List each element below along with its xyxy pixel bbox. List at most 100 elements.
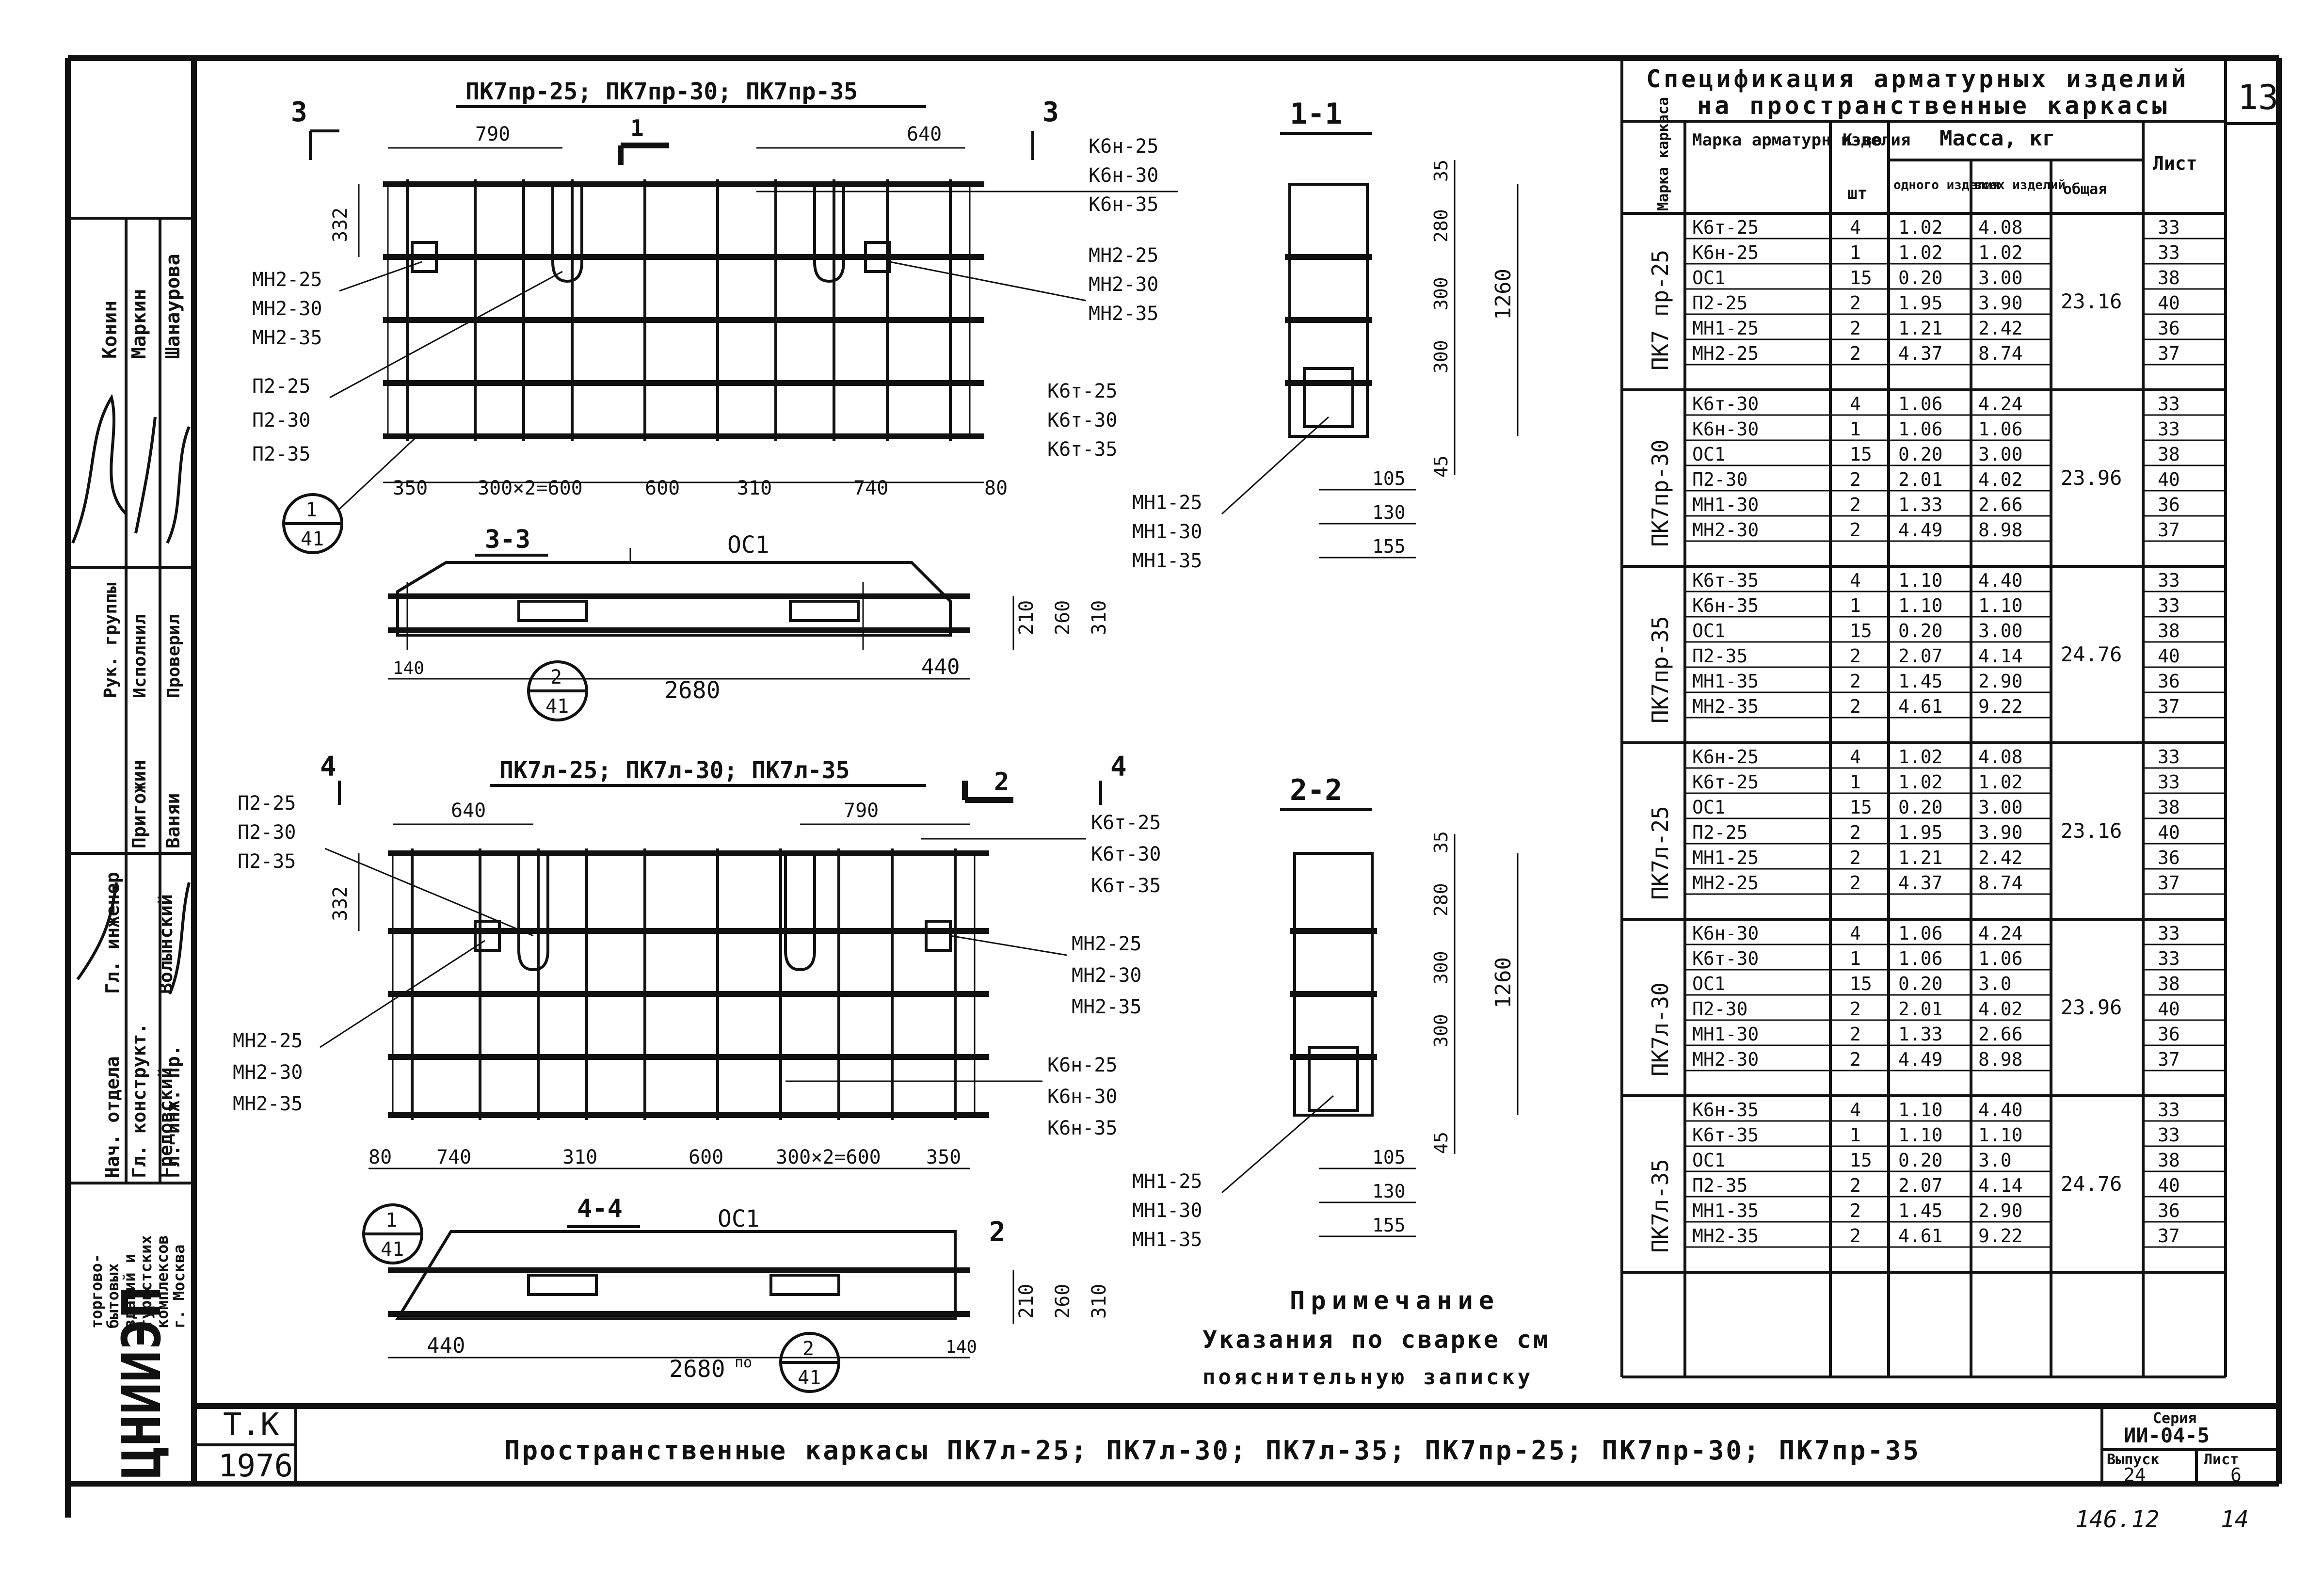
spec-frame-mark: ПК7пр-30 bbox=[1647, 439, 1673, 547]
label: МН2-25 bbox=[1089, 244, 1159, 267]
note-line-2: пояснительную записку bbox=[1202, 1365, 1533, 1390]
label: К6т-25 bbox=[1091, 812, 1161, 834]
spec-total-mass: 23.96 bbox=[2061, 995, 2122, 1019]
spec-cell-sheet: 33 bbox=[2158, 1124, 2180, 1146]
note-line-1: Указания по сварке см bbox=[1202, 1326, 1550, 1354]
institute-logo: ЦНИИЭП bbox=[111, 1286, 173, 1479]
stamp-name-6: Шанаурова bbox=[162, 254, 184, 359]
dim-bottom-5: 350 bbox=[926, 1146, 961, 1168]
spec-cell-qty: 15 bbox=[1850, 620, 1872, 641]
section-1-1: 1-1 35 280 300 300 45 1260 105 130 155 М… bbox=[1132, 97, 1519, 572]
spec-cell-one: 2.01 bbox=[1898, 469, 1943, 490]
list-label: Лист bbox=[2204, 1451, 2239, 1468]
signature bbox=[168, 882, 191, 995]
spec-cell-one: 1.95 bbox=[1898, 822, 1943, 843]
spec-cell-mark: ОС1 bbox=[1692, 267, 1726, 288]
spec-total-mass: 23.16 bbox=[2061, 289, 2122, 313]
label: МН2-30 bbox=[1089, 273, 1159, 296]
spec-cell-qty: 15 bbox=[1850, 797, 1872, 818]
leader bbox=[320, 940, 485, 1048]
hdr-frame-mark: Марка каркаса bbox=[1655, 97, 1672, 211]
loop-hook bbox=[784, 853, 816, 972]
spec-cell-all: 4.14 bbox=[1978, 645, 2023, 667]
dim-bottom-0: 105 bbox=[1372, 468, 1406, 489]
spec-total-mass: 23.16 bbox=[2061, 819, 2122, 843]
dim-bottom-2: 310 bbox=[562, 1146, 597, 1168]
spec-cell-sheet: 33 bbox=[2158, 418, 2180, 440]
spec-cell-all: 3.00 bbox=[1978, 267, 2023, 288]
dim-small-right: 440 bbox=[921, 655, 960, 679]
dim-bottom-4: 300×2=600 bbox=[776, 1146, 881, 1168]
callout-bottom: 41 bbox=[798, 1367, 821, 1389]
stamp-name-3: Ваняи bbox=[162, 793, 184, 848]
label: К6т-25 bbox=[1047, 380, 1118, 402]
spec-cell-one: 1.45 bbox=[1898, 1200, 1943, 1221]
dim-left: 332 bbox=[329, 886, 352, 921]
spec-cell-all: 1.10 bbox=[1978, 595, 2023, 616]
spec-cell-one: 1.10 bbox=[1898, 1124, 1943, 1146]
spec-cell-qty: 4 bbox=[1850, 923, 1861, 944]
label: П2-30 bbox=[252, 409, 310, 432]
dim-right-1: 280 bbox=[1430, 883, 1452, 916]
spec-cell-qty: 2 bbox=[1850, 847, 1861, 868]
signature bbox=[76, 882, 118, 980]
hdr-item-mark: Марка арматурн изделия bbox=[1692, 130, 1910, 150]
section-2-2: 2-2 35 280 300 300 45 1260 105 130 155 М… bbox=[1132, 773, 1519, 1251]
stamp-role-4: Рук. группы bbox=[101, 582, 121, 698]
tk-label: Т.К bbox=[223, 1407, 279, 1443]
spec-cell-sheet: 36 bbox=[2158, 1200, 2180, 1221]
spec-cell-qty: 4 bbox=[1850, 217, 1861, 238]
section-outline bbox=[1288, 183, 1369, 438]
spec-cell-qty: 15 bbox=[1850, 267, 1872, 288]
spec-cell-sheet: 33 bbox=[2158, 923, 2180, 944]
spec-cell-sheet: 33 bbox=[2158, 595, 2180, 616]
spec-cell-mark: МН2-25 bbox=[1692, 872, 1759, 894]
leader bbox=[339, 261, 422, 292]
spec-cell-sheet: 36 bbox=[2158, 847, 2180, 868]
spec-cell-sheet: 37 bbox=[2158, 1049, 2180, 1070]
top-title: ПК7пр-25; ПК7пр-30; ПК7пр-35 bbox=[465, 78, 858, 105]
cut-mark-2: 2 bbox=[994, 768, 1009, 797]
label-stack-mn2-left: МН2-25 МН2-30 МН2-35 bbox=[252, 261, 422, 349]
spec-cell-one: 4.61 bbox=[1898, 696, 1943, 717]
spec-cell-one: 1.06 bbox=[1898, 418, 1943, 440]
dim-bottom-1: 130 bbox=[1372, 1181, 1406, 1202]
spec-cell-one: 4.37 bbox=[1898, 343, 1943, 364]
spec-cell-one: 1.06 bbox=[1898, 948, 1943, 969]
label-stack-mn2-right-bottom: МН2-25 МН2-30 МН2-35 bbox=[950, 933, 1142, 1018]
spec-cell-sheet: 38 bbox=[2158, 267, 2180, 288]
stamp-name-4: Конин bbox=[99, 301, 121, 359]
label: К6т-30 bbox=[1091, 843, 1161, 865]
dim-right-0: 210 bbox=[1015, 1284, 1038, 1319]
spec-cell-all: 2.42 bbox=[1978, 318, 2023, 339]
spec-cell-mark: ОС1 bbox=[1692, 1150, 1726, 1171]
drawing-top: ПК7пр-25; ПК7пр-30; ПК7пр-35 3 3 1 bbox=[252, 78, 1178, 554]
label: МН2-35 bbox=[252, 327, 322, 349]
spec-cell-sheet: 37 bbox=[2158, 343, 2180, 364]
spec-cell-mark: П2-25 bbox=[1692, 292, 1747, 314]
institute-line-2: зданий и bbox=[120, 1254, 139, 1328]
plate bbox=[1303, 367, 1354, 428]
spec-cell-all: 8.74 bbox=[1978, 343, 2023, 364]
spec-cell-mark: К6т-30 bbox=[1692, 393, 1759, 415]
spec-cell-all: 4.02 bbox=[1978, 469, 2023, 490]
plate bbox=[527, 1274, 598, 1296]
institute-line-0: торгово- bbox=[87, 1254, 106, 1328]
plate bbox=[1308, 1046, 1359, 1112]
spec-cell-all: 3.00 bbox=[1978, 797, 2023, 818]
leader bbox=[1221, 416, 1330, 515]
spec-cell-mark: ОС1 bbox=[1692, 620, 1726, 641]
spec-cell-all: 8.74 bbox=[1978, 872, 2023, 894]
spec-cell-all: 1.06 bbox=[1978, 418, 2023, 440]
institute-line-3: туристских bbox=[137, 1235, 155, 1328]
label: МН1-35 bbox=[1132, 1229, 1202, 1251]
spec-cell-one: 1.02 bbox=[1898, 771, 1943, 793]
spec-cell-one: 0.20 bbox=[1898, 444, 1943, 465]
spec-total-mass: 24.76 bbox=[2061, 642, 2122, 666]
spec-cell-sheet: 33 bbox=[2158, 771, 2180, 793]
section-mark-3-right: 3 bbox=[1042, 96, 1059, 128]
dim-length-suffix: по bbox=[735, 1354, 752, 1371]
label: МН2-35 bbox=[233, 1093, 303, 1115]
label: П2-25 bbox=[252, 375, 310, 398]
spec-cell-sheet: 37 bbox=[2158, 872, 2180, 894]
